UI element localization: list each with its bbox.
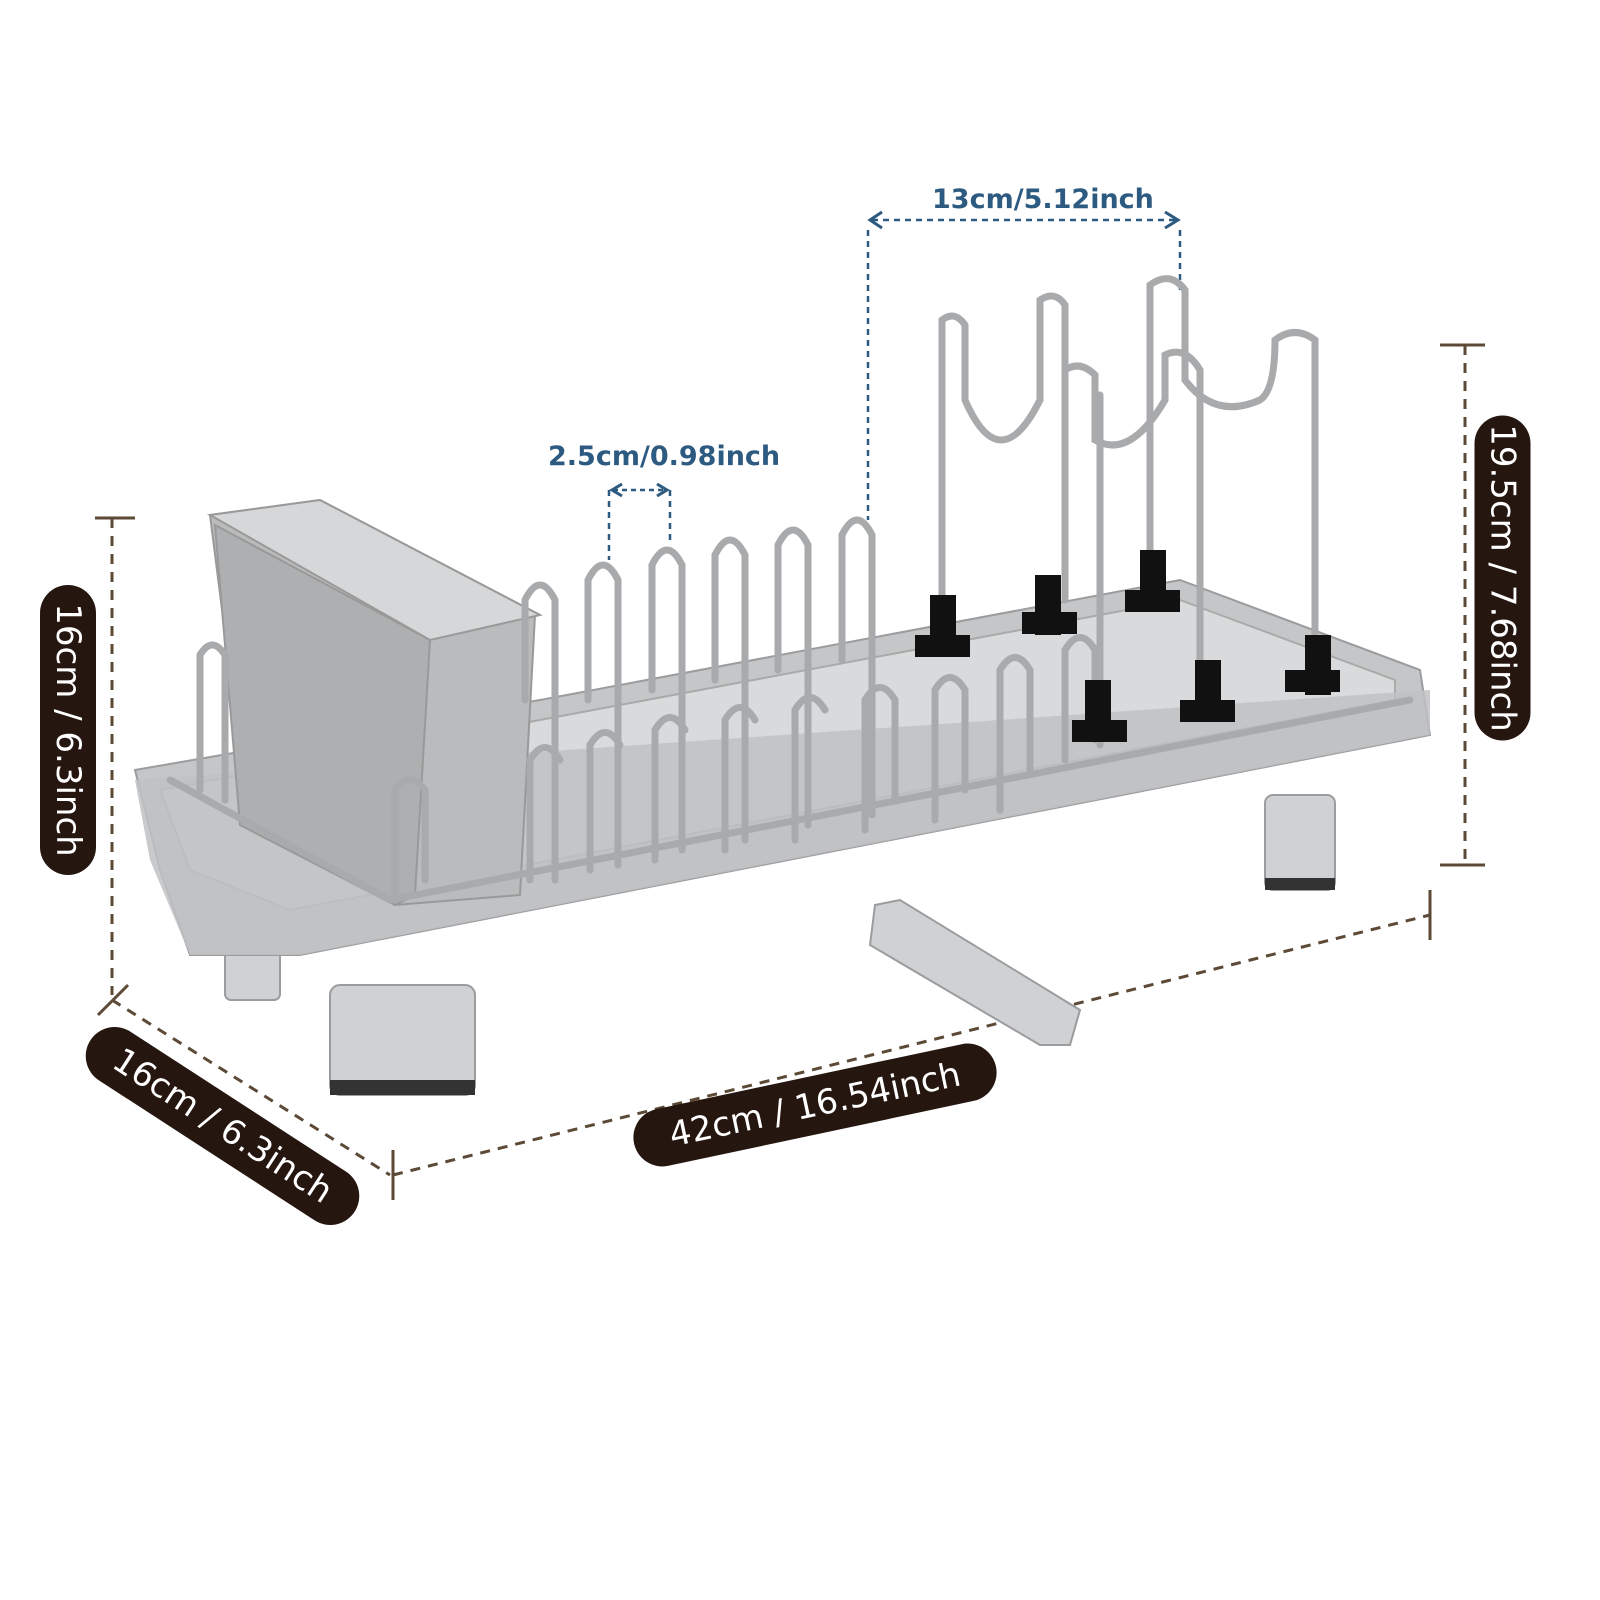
drain-spout bbox=[868, 898, 1082, 1046]
utensil-holder bbox=[206, 498, 543, 907]
dimension-lines bbox=[95, 343, 1485, 1200]
pot-lid-spacing-label: 13cm/5.12inch bbox=[932, 184, 1154, 215]
base-height-label: 16cm / 6.3inch bbox=[40, 585, 96, 875]
lid-holder-clips bbox=[915, 550, 1340, 742]
plate-slot-spacing-label: 2.5cm/0.98inch bbox=[548, 441, 781, 472]
plate-wires bbox=[166, 516, 1414, 904]
total-height-label: 19.5cm / 7.68inch bbox=[1474, 415, 1531, 741]
